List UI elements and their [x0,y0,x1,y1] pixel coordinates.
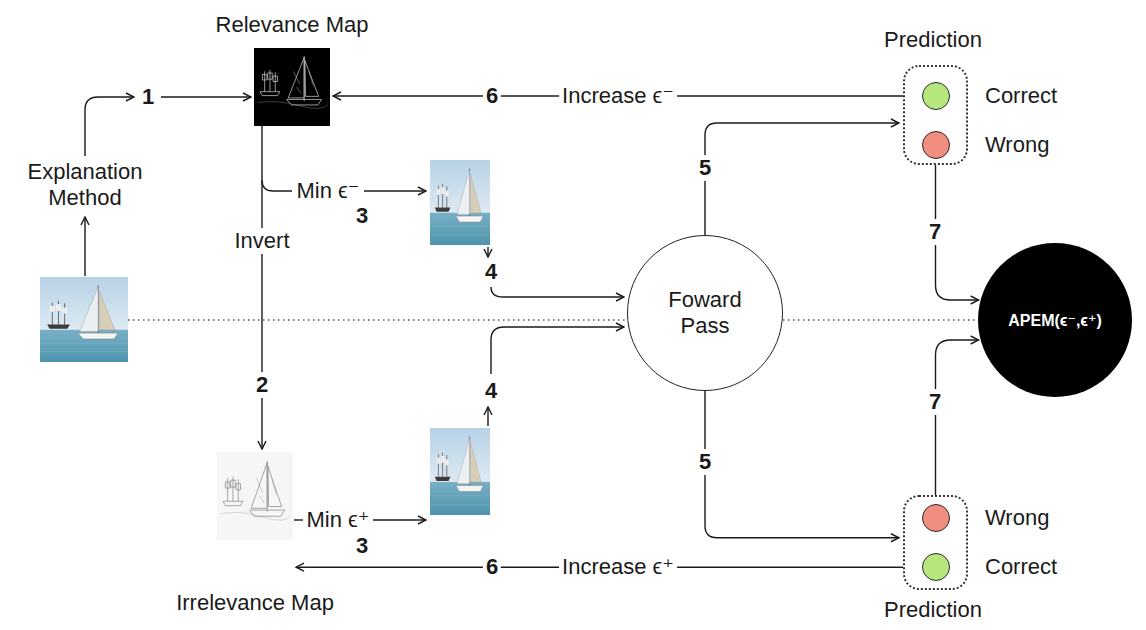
circle-node: APEM(ϵ⁻,ϵ⁺) [978,243,1132,397]
edge-label: Invert [231,228,292,254]
flow-arrow [491,327,624,374]
flow-line [262,180,292,191]
indicator-light [922,131,950,159]
map-image [254,48,330,126]
node-text: Prediction [860,27,1006,53]
flow-arrow [85,97,134,156]
map-node: Relevance Map [210,12,375,126]
map-image [217,452,293,540]
indicator-light [922,504,950,532]
input-image [40,277,128,362]
indicator-light [922,553,950,581]
node-text: Wrong [985,132,1049,158]
step-number: 5 [696,155,714,181]
callout-number: 6 [483,83,501,109]
text-label: Min ϵ⁺ [307,507,370,533]
perturbed-image [430,428,490,515]
callout-number: 3 [356,533,368,559]
indicator-light [922,82,950,110]
flow-arrow [487,407,488,426]
flow-arrow [487,247,488,257]
callout-number: 6 [483,554,501,580]
flow-arrow [373,519,426,520]
map-node: Irrelevance Map [170,452,340,616]
node-text: Foward Pass [655,287,755,339]
flow-arrow [491,287,624,297]
callout-number: 4 [485,378,497,404]
callout-number: 2 [253,372,271,398]
callout-number: 1 [142,84,154,110]
flow-line [294,519,303,520]
node-text: APEM(ϵ⁻,ϵ⁺) [985,311,1125,330]
edge-label: Increase ϵ⁻ [559,83,677,109]
node-text: Irrelevance Map [176,590,334,616]
perturbed-image [430,160,490,245]
flow-arrow [364,190,426,191]
callout-number: 4 [485,259,497,285]
node-text: Wrong [985,505,1049,531]
prediction-node: WrongCorrectPrediction [860,480,1075,630]
flow-arrow [161,96,251,97]
connector-arrow [705,123,899,235]
dotted-line [128,319,978,321]
step-number: 5 [696,449,714,475]
circle-node: Foward Pass [627,235,783,391]
text-label: Explanation Method [15,159,155,211]
text-label: Min ϵ⁻ [297,178,360,204]
edge-label: Increase ϵ⁺ [559,554,677,580]
callout-number: 3 [356,203,368,229]
connector-arrow [936,340,979,495]
node-text: Correct [985,554,1057,580]
prediction-node: PredictionCorrectWrong [860,25,1075,175]
step-number: 7 [926,389,944,415]
node-text: Correct [985,83,1057,109]
step-number: 7 [926,219,944,245]
flow-arrow [84,217,85,276]
connector-arrow [705,391,899,538]
connector-arrow [261,126,262,449]
node-text: Prediction [860,597,1006,623]
node-text: Relevance Map [216,12,369,38]
